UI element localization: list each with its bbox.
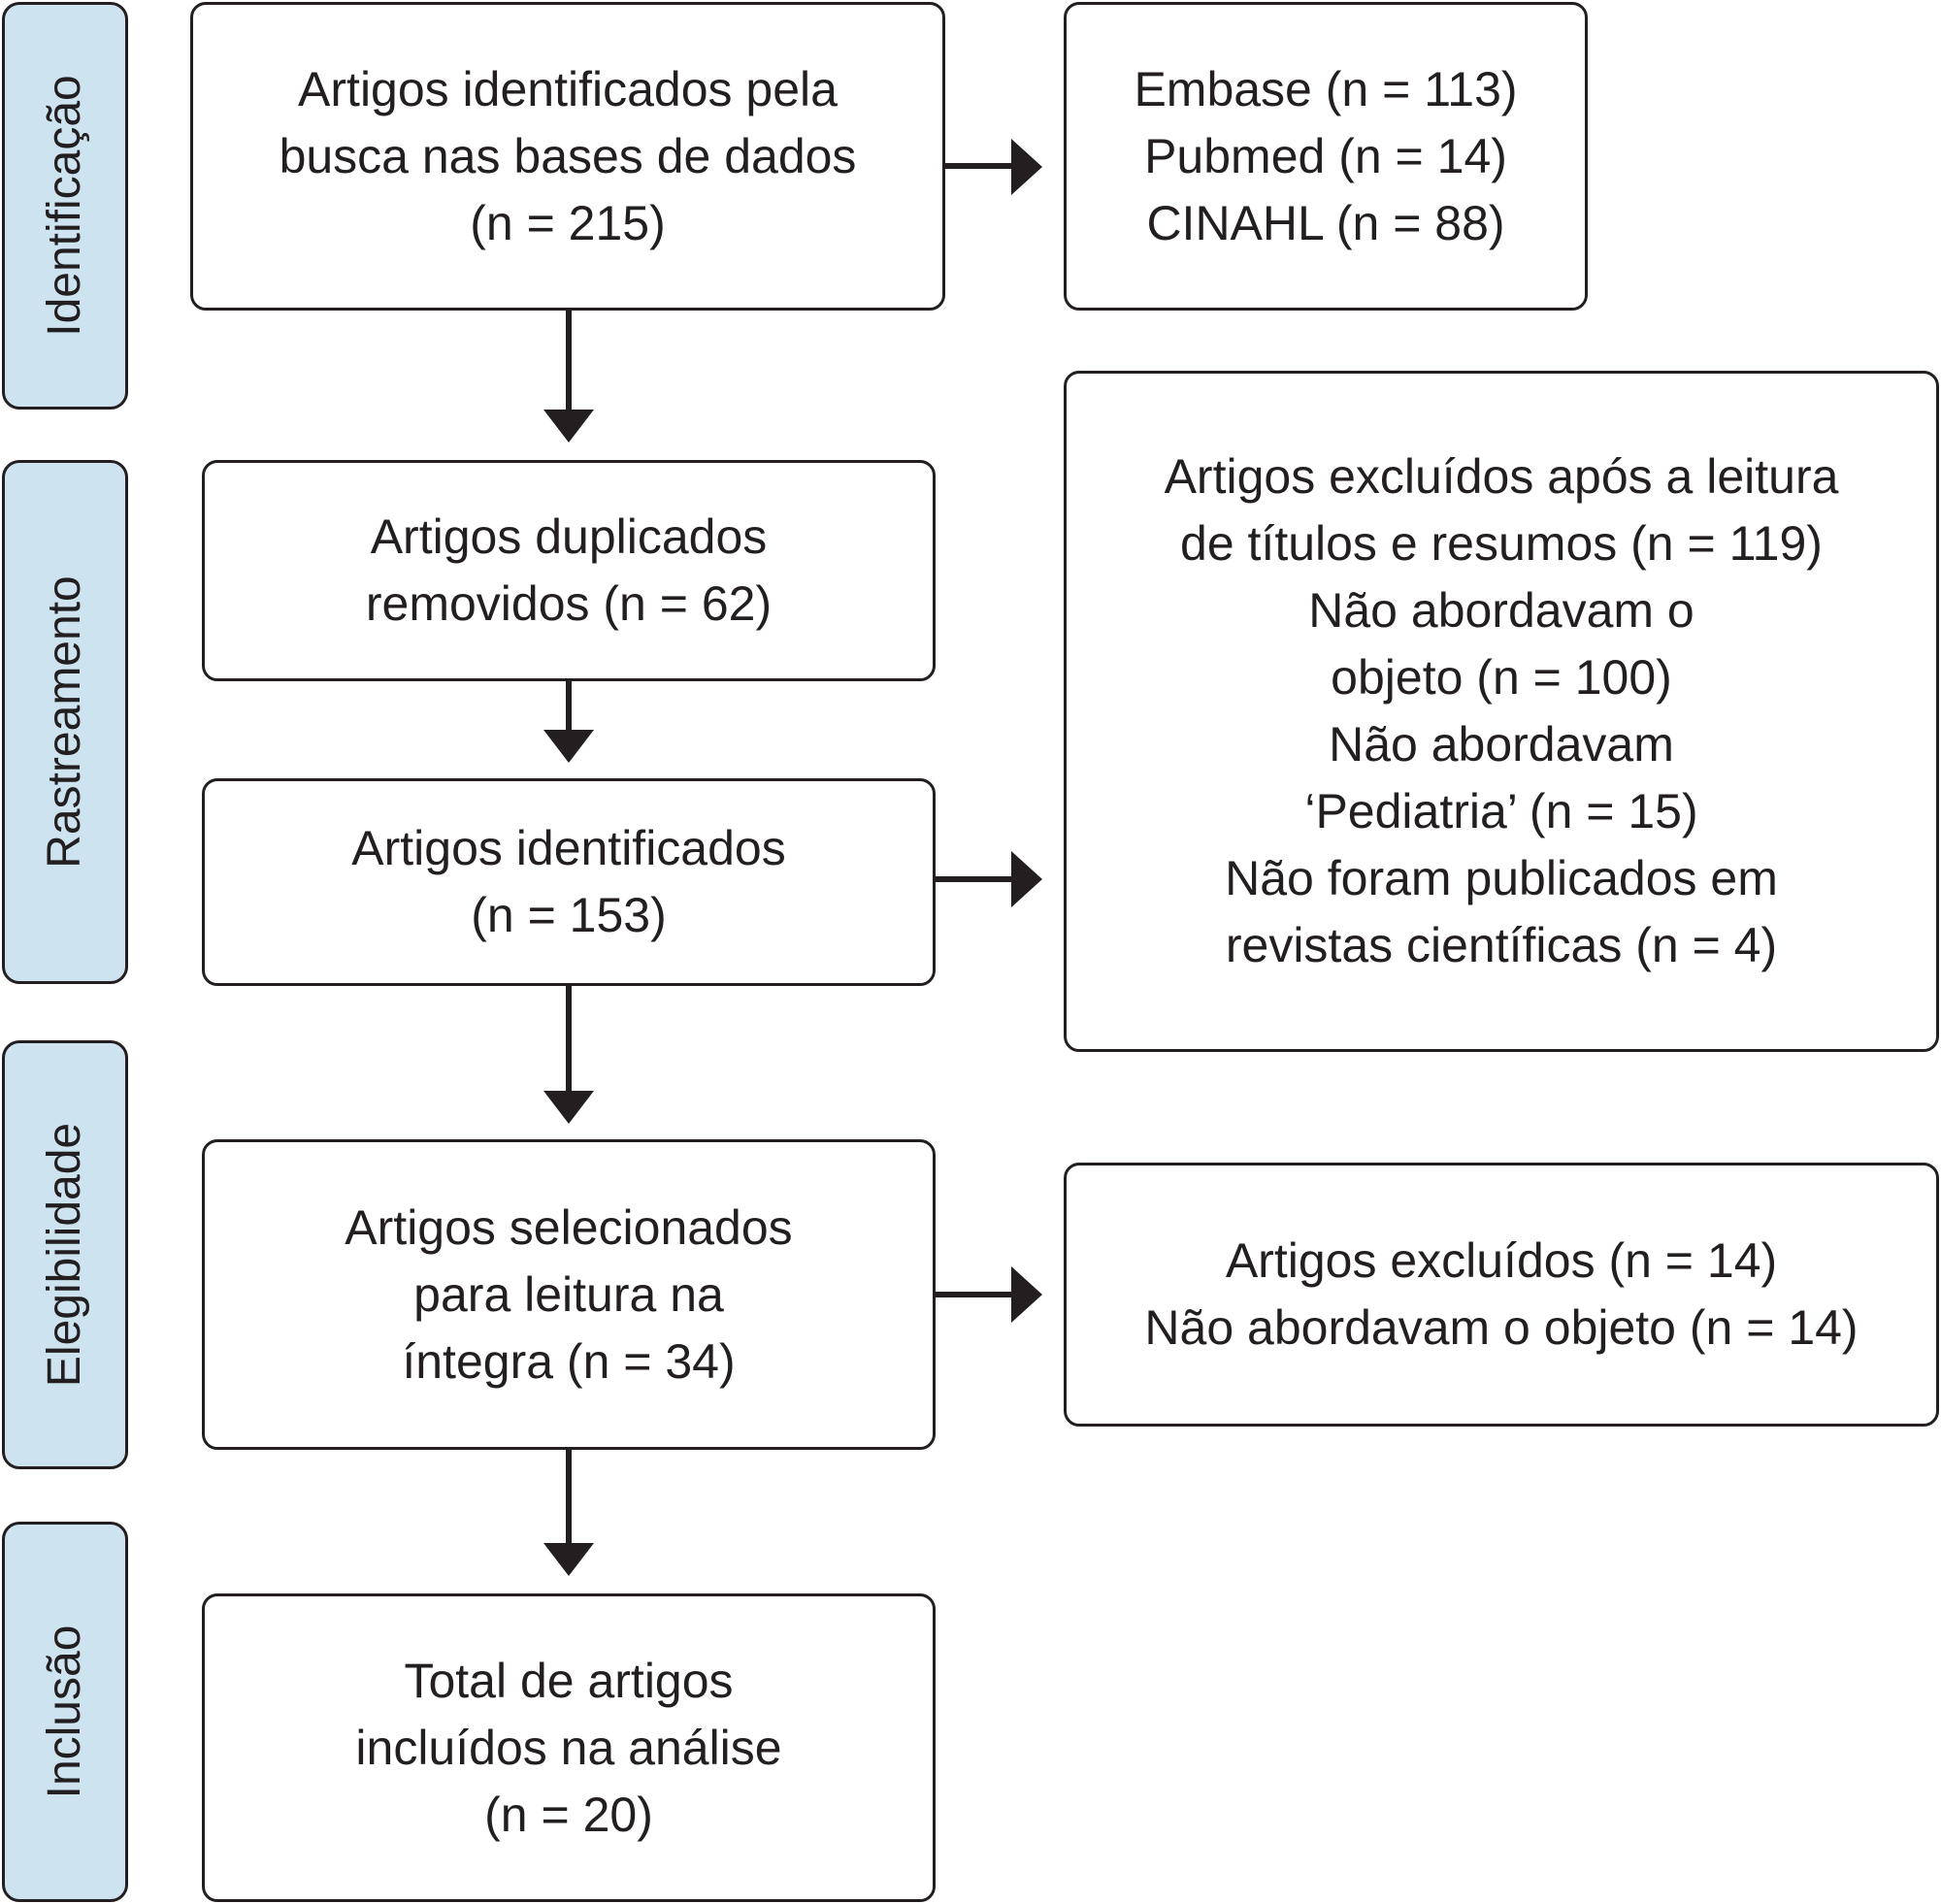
box-included: Total de artigos incluídos na análise (n… (202, 1593, 936, 1902)
box-excluded-screening-line: de títulos e resumos (n = 119) (1180, 516, 1823, 571)
box-excluded-screening-line: ‘Pediatria’ (n = 15) (1304, 784, 1698, 838)
box-excluded-eligibility: Artigos excluídos (n = 14) Não abordavam… (1064, 1163, 1939, 1427)
box-identified: Artigos identificados pela busca nas bas… (190, 2, 945, 311)
box-excluded-screening-line: objeto (n = 100) (1331, 650, 1672, 705)
box-identified-after-line: Artigos identificados (351, 821, 786, 875)
arrow-head-down (543, 1091, 594, 1124)
phase-rastreamento: Rastreamento (2, 460, 128, 984)
box-selected-line: íntegra (n = 34) (402, 1333, 736, 1389)
arrow-head-down (543, 410, 594, 443)
box-duplicates-line: Artigos duplicados (370, 509, 768, 564)
box-included-line: Total de artigos (404, 1653, 734, 1708)
box-databases-line: Embase (n = 113) (1134, 61, 1518, 116)
arrow-head-down (543, 730, 594, 763)
box-identified-line: Artigos identificados pela (298, 61, 838, 116)
box-identified-line: busca nas bases de dados (279, 128, 857, 183)
box-selected-line: Artigos selecionados (345, 1199, 793, 1255)
box-excluded-screening: Artigos excluídos após a leitura de títu… (1064, 371, 1939, 1052)
box-duplicates-line: removidos (n = 62) (365, 576, 773, 631)
arrow-head-right (1011, 139, 1042, 195)
box-databases-line: CINAHL (n = 88) (1146, 195, 1505, 250)
box-selected-line: para leitura na (413, 1266, 724, 1322)
arrow-head-right (1011, 851, 1042, 907)
arrow-head-down (543, 1543, 594, 1576)
phase-inclusao: Inclusão (2, 1522, 128, 1902)
arrow-head-right (1011, 1266, 1042, 1323)
box-duplicates: Artigos duplicados removidos (n = 62) (202, 460, 936, 681)
box-databases: Embase (n = 113) Pubmed (n = 14) CINAHL … (1064, 2, 1588, 311)
phase-identificacao: Identificação (2, 2, 128, 410)
box-excluded-screening-line: Não abordavam (1329, 717, 1674, 771)
box-identified-after-line: (n = 153) (471, 888, 667, 942)
box-selected: Artigos selecionados para leitura na ínt… (202, 1139, 936, 1450)
box-identified-after: Artigos identificados (n = 153) (202, 778, 936, 986)
box-excluded-eligibility-line: Artigos excluídos (n = 14) (1225, 1233, 1778, 1288)
box-excluded-screening-line: Artigos excluídos após a leitura (1164, 449, 1839, 504)
box-excluded-screening-line: Não foram publicados em (1225, 851, 1778, 905)
box-identified-line: (n = 215) (470, 195, 666, 250)
box-included-line: (n = 20) (484, 1787, 653, 1842)
box-excluded-screening-line: revistas científicas (n = 4) (1225, 918, 1778, 972)
box-included-line: incluídos na análise (355, 1720, 782, 1775)
phase-elegibilidade: Elegibilidade (2, 1040, 128, 1469)
box-excluded-screening-line: Não abordavam o (1308, 583, 1694, 638)
box-databases-line: Pubmed (n = 14) (1144, 128, 1507, 183)
box-excluded-eligibility-line: Não abordavam o objeto (n = 14) (1144, 1300, 1859, 1355)
